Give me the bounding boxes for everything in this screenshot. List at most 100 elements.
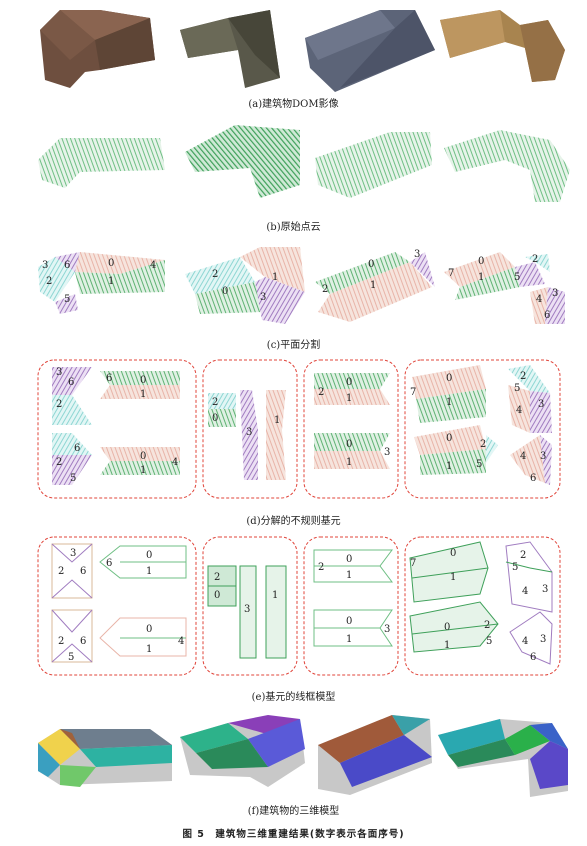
model-building-4 [438, 719, 568, 797]
seg-building-4 [444, 252, 565, 324]
prim-label: 2 [520, 371, 526, 382]
seg-label: 0 [478, 256, 484, 267]
prim-label: 3 [538, 399, 544, 410]
wire-label: 2 [318, 562, 324, 573]
cloud-building-4 [444, 130, 570, 202]
row-c-segmentation: 3 6 0 4 2 1 5 2 1 0 3 0 3 2 1 0 7 1 5 2 … [0, 232, 587, 347]
seg-label: 3 [552, 288, 558, 299]
seg-label: 5 [64, 294, 70, 305]
models-3d-svg [38, 715, 568, 797]
prim-label: 1 [274, 415, 280, 426]
wire-label: 0 [444, 622, 450, 633]
prim-label: 1 [446, 397, 452, 408]
group-box-3 [303, 536, 399, 676]
seg-label: 6 [544, 310, 550, 321]
prim-label: 1 [346, 393, 352, 404]
wire-label: 6 [106, 558, 112, 569]
wire-group-1 [51, 543, 187, 663]
wire-label: 3 [540, 634, 546, 645]
seg-label: 1 [370, 280, 376, 291]
group-box-4 [404, 536, 561, 676]
prim-label: 5 [476, 459, 482, 470]
prim-label: 2 [212, 397, 218, 408]
seg-building-1 [38, 252, 165, 314]
prim-label: 5 [70, 473, 76, 484]
segmentation-svg: 3 6 0 4 2 1 5 2 1 0 3 0 3 2 1 0 7 1 5 2 … [38, 247, 565, 324]
cloud-building-3 [315, 132, 432, 198]
wire-label: 6 [80, 566, 86, 577]
cloud-building-2 [185, 125, 300, 198]
wireframe-svg: 3 6 2 6 0 1 2 6 5 0 4 1 2 0 3 1 0 2 1 0 … [37, 536, 561, 676]
prim-label: 1 [346, 457, 352, 468]
dom-building-3 [305, 10, 435, 92]
prim-label: 6 [106, 373, 112, 384]
row-b-point-clouds [0, 110, 587, 220]
prim-label: 0 [140, 375, 146, 386]
caption-f: (f)建筑物的三维模型 [247, 806, 340, 817]
prim-label: 3 [540, 451, 546, 462]
wire-label: 4 [178, 636, 184, 647]
seg-label: 1 [272, 272, 278, 283]
caption-e: (e)基元的线框模型 [251, 692, 336, 703]
seg-label: 0 [368, 259, 374, 270]
seg-label: 2 [322, 284, 328, 295]
seg-label: 7 [448, 268, 454, 279]
primitives-svg: 3 6 6 0 2 1 6 0 2 4 1 5 2 0 3 1 0 2 1 0 … [37, 359, 561, 499]
wire-label: 1 [146, 644, 152, 655]
wire-label: 3 [70, 548, 76, 559]
row-f-3d-models [0, 705, 587, 805]
prim-group-4 [412, 365, 552, 485]
group-box-2 [202, 359, 298, 499]
seg-building-3 [315, 252, 435, 322]
prim-label: 1 [140, 389, 146, 400]
prim-label: 3 [56, 367, 62, 378]
seg-label: 4 [536, 294, 542, 305]
prim-label: 5 [514, 383, 520, 394]
row-a-dom-images [0, 0, 587, 110]
seg-label: 1 [478, 272, 484, 283]
group-box-4 [404, 359, 561, 499]
wire-label: 5 [512, 562, 518, 573]
wire-label: 0 [346, 616, 352, 627]
prim-group-2 [208, 390, 286, 480]
wire-group-2 [207, 565, 287, 659]
model-building-1 [38, 729, 172, 787]
caption-c: (c)平面分割 [266, 340, 321, 351]
caption-a: (a)建筑物DOM影像 [248, 99, 339, 110]
group-box-3 [303, 359, 399, 499]
wire-label: 0 [214, 590, 220, 601]
dom-building-4 [440, 10, 565, 82]
figure-caption: 图 5 建筑物三维重建结果(数字表示各面序号) [182, 829, 405, 840]
seg-label: 6 [64, 260, 70, 271]
prim-group-3 [314, 373, 390, 469]
dom-building-2 [180, 10, 280, 88]
prim-label: 0 [346, 439, 352, 450]
caption-d: (d)分解的不规则基元 [246, 516, 341, 527]
wire-label: 1 [272, 590, 278, 601]
prim-label: 1 [446, 461, 452, 472]
prim-label: 2 [56, 457, 62, 468]
seg-label: 4 [150, 260, 156, 271]
prim-label: 0 [446, 433, 452, 444]
seg-label: 3 [414, 249, 420, 260]
wire-label: 0 [450, 548, 456, 559]
model-building-3 [318, 715, 432, 795]
wire-label: 3 [244, 604, 250, 615]
wire-label: 3 [384, 624, 390, 635]
wire-label: 1 [346, 570, 352, 581]
cloud-building-1 [38, 138, 165, 188]
wire-label: 0 [146, 550, 152, 561]
prim-label: 1 [140, 465, 146, 476]
prim-label: 6 [68, 377, 74, 388]
prim-label: 2 [318, 387, 324, 398]
group-box-2 [202, 536, 298, 676]
prim-label: 3 [246, 427, 252, 438]
prim-label: 0 [346, 377, 352, 388]
prim-label: 4 [520, 451, 526, 462]
dom-building-1 [40, 10, 155, 88]
prim-label: 4 [172, 457, 178, 468]
wire-group-3 [313, 549, 393, 647]
wire-label: 6 [530, 652, 536, 663]
seg-building-2 [185, 247, 305, 324]
prim-label: 6 [530, 473, 536, 484]
